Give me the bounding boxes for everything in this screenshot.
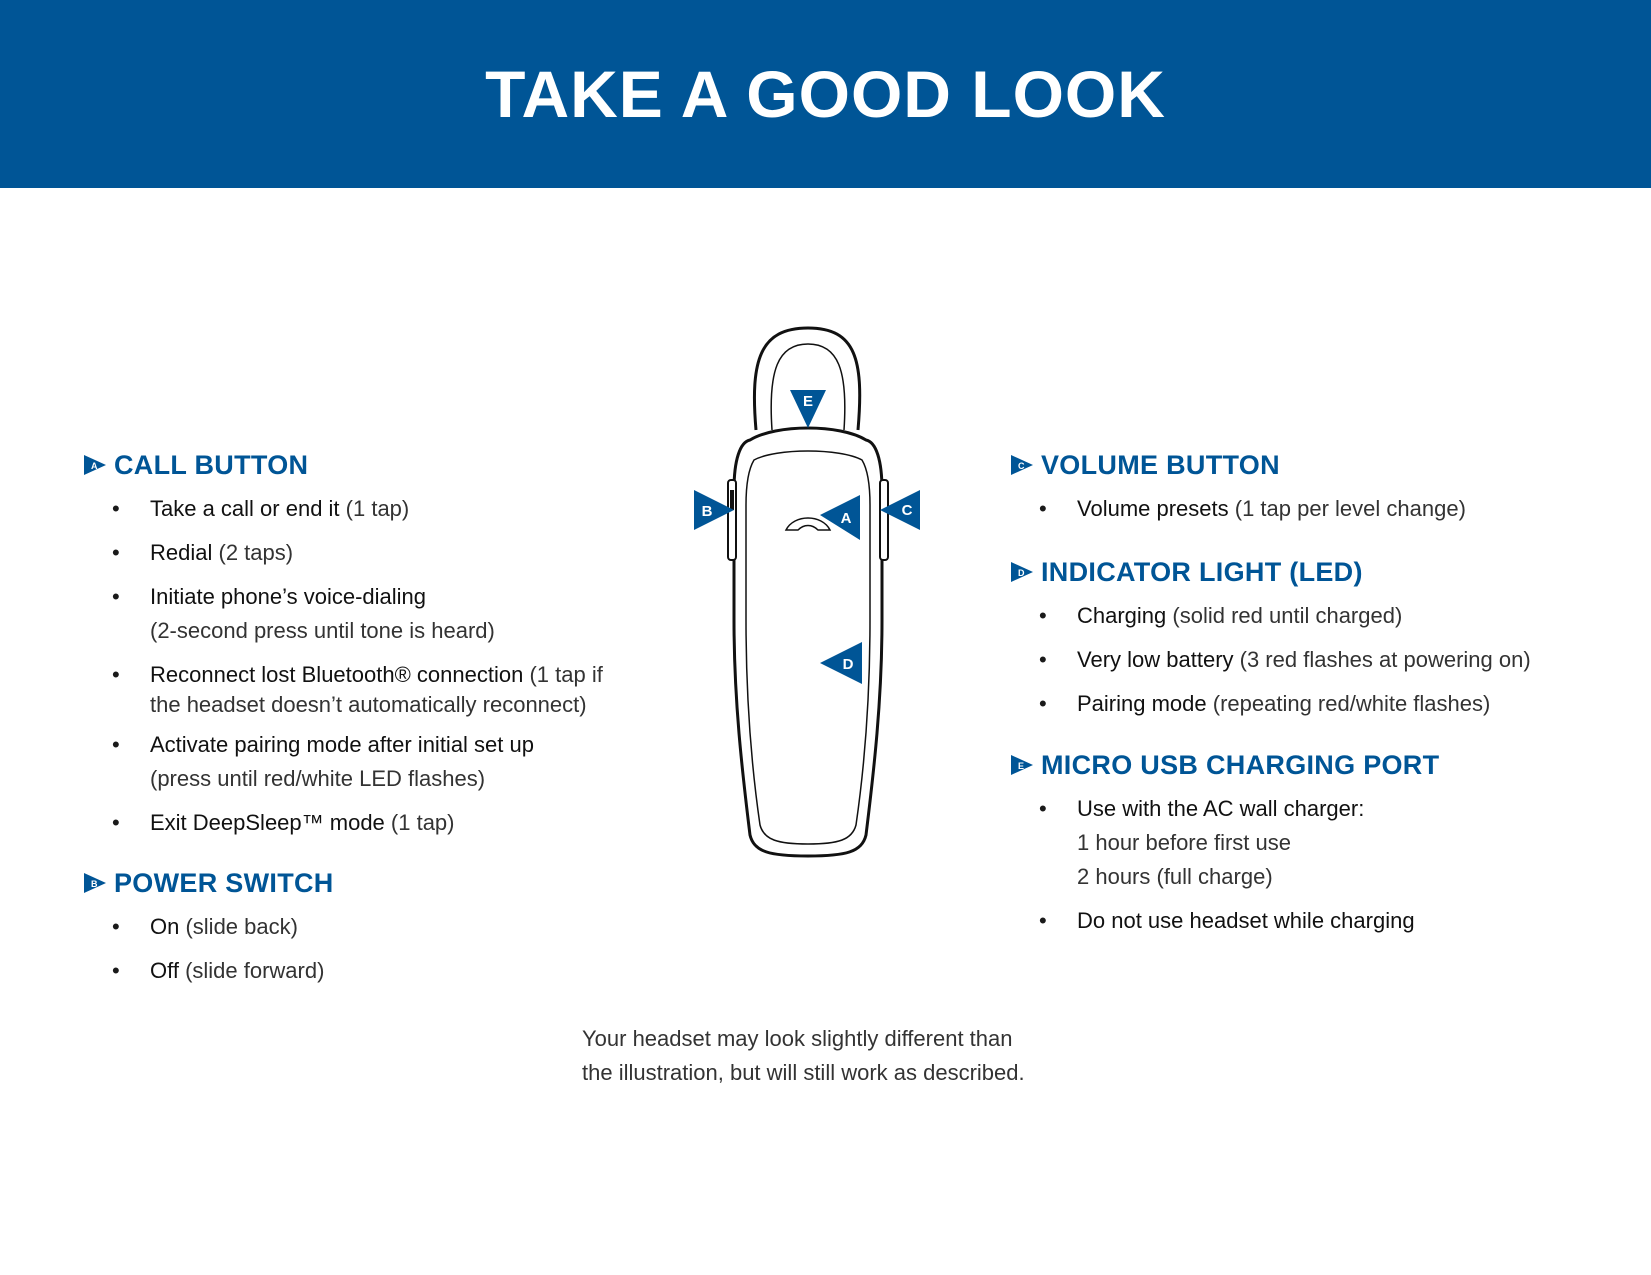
callout-e: E [790,390,826,428]
callout-d: D [820,642,862,684]
svg-text:A: A [91,461,98,471]
list-item: •Activate pairing mode after initial set… [112,732,534,791]
svg-text:D: D [1018,568,1025,578]
phone-icon [784,517,832,531]
indicator-light-list: •Charging (solid red until charged) •Ver… [1009,599,1629,721]
svg-text:B: B [702,503,713,520]
headset-illustration: E B A C D [694,326,920,858]
volume-button-list: •Volume presets (1 tap per level change) [1009,492,1629,526]
svg-text:A: A [841,510,852,527]
indicator-light-title: INDICATOR LIGHT (LED) [1041,556,1363,587]
title-banner: TAKE A GOOD LOOK [0,0,1651,188]
list-item: •Initiate phone’s voice-dialing(2-second… [112,584,495,643]
volume-button-title: VOLUME BUTTON [1041,449,1280,480]
list-item: •Redial (2 taps) [112,540,294,565]
power-switch-section: B POWER SWITCH •On (slide back) •Off (sl… [82,866,682,998]
call-button-title: CALL BUTTON [114,449,309,480]
list-item: •Off (slide forward) [112,958,325,983]
list-item: •Do not use headset while charging [1039,908,1415,933]
power-switch-list: •On (slide back) •Off (slide forward) [82,910,682,988]
volume-button-shape [879,479,889,561]
section-header: A CALL BUTTON [82,448,682,482]
marker-b-icon: B [84,873,106,893]
power-switch-title: POWER SWITCH [114,867,334,898]
usb-port-list: •Use with the AC wall charger:1 hour bef… [1009,792,1629,938]
list-item: •Take a call or end it (1 tap) [112,496,410,521]
callout-a: A [820,495,860,540]
indicator-light-section: D INDICATOR LIGHT (LED) •Charging (solid… [1009,555,1629,731]
marker-e-icon: E [1011,755,1033,775]
svg-text:D: D [843,656,854,673]
svg-text:E: E [803,393,813,410]
callout-b: B [694,490,734,530]
list-item: •Exit DeepSleep™ mode (1 tap) [112,810,455,835]
marker-d-icon: D [1011,562,1033,582]
svg-text:B: B [91,879,98,889]
svg-text:C: C [902,502,913,519]
usb-port-section: E MICRO USB CHARGING PORT •Use with the … [1009,748,1629,948]
marker-c-icon: C [1011,455,1033,475]
headset-body [732,426,884,858]
list-item: •On (slide back) [112,914,298,939]
list-item: •Use with the AC wall charger:1 hour bef… [1039,796,1365,889]
usb-port-title: MICRO USB CHARGING PORT [1041,749,1440,780]
volume-button-section: C VOLUME BUTTON •Volume presets (1 tap p… [1009,448,1629,536]
page-title: TAKE A GOOD LOOK [485,57,1166,131]
section-header: B POWER SWITCH [82,866,682,900]
svg-text:E: E [1018,761,1024,771]
list-item: •Volume presets (1 tap per level change) [1039,496,1466,521]
call-button-section: A CALL BUTTON •Take a call or end it (1 … [82,448,682,850]
marker-a-icon: A [84,455,106,475]
list-item: •Very low battery (3 red flashes at powe… [1039,647,1531,672]
section-header: D INDICATOR LIGHT (LED) [1009,555,1629,589]
illustration-caption: Your headset may look slightly different… [582,1026,1025,1085]
section-header: C VOLUME BUTTON [1009,448,1629,482]
list-item: •Charging (solid red until charged) [1039,603,1403,628]
call-button-list: •Take a call or end it (1 tap) •Redial (… [82,492,682,840]
list-item: •Reconnect lost Bluetooth® connection (1… [112,662,603,717]
section-header: E MICRO USB CHARGING PORT [1009,748,1629,782]
callout-c: C [880,490,920,530]
svg-text:C: C [1018,461,1025,471]
list-item: •Pairing mode (repeating red/white flash… [1039,691,1491,716]
ear-hook [752,326,862,431]
